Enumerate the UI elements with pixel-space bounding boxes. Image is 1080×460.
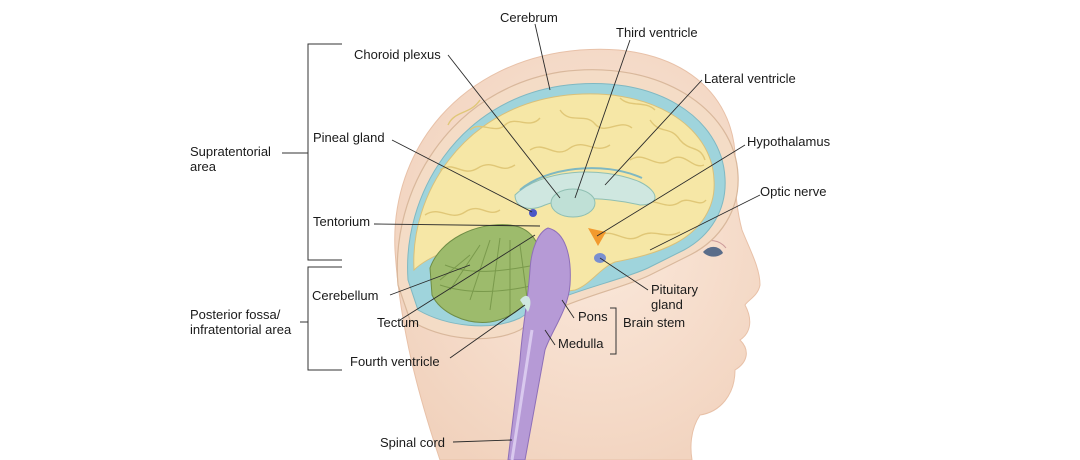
label-medulla: Medulla bbox=[558, 336, 604, 351]
label-tentorium: Tentorium bbox=[313, 214, 370, 229]
label-hypothalamus: Hypothalamus bbox=[747, 134, 831, 149]
label-optic-nerve: Optic nerve bbox=[760, 184, 826, 199]
third-ventricle-shape bbox=[550, 188, 596, 218]
label-cerebellum: Cerebellum bbox=[312, 288, 378, 303]
brain-stem-bracket bbox=[610, 307, 617, 355]
label-choroid-plexus: Choroid plexus bbox=[354, 47, 441, 62]
hypothalamus-shape bbox=[588, 228, 606, 246]
label-third-ventricle: Third ventricle bbox=[616, 25, 698, 40]
fourth-ventricle-shape bbox=[520, 295, 531, 312]
label-posterior-line2: infratentorial area bbox=[190, 322, 292, 337]
brain-stem-shape bbox=[507, 227, 571, 460]
lateral-ventricle-shape bbox=[514, 171, 656, 209]
label-cerebrum: Cerebrum bbox=[500, 10, 558, 25]
label-supratentorial-line1: Supratentorial bbox=[190, 144, 271, 159]
label-lateral-ventricle: Lateral ventricle bbox=[704, 71, 796, 86]
label-pineal-gland: Pineal gland bbox=[313, 130, 385, 145]
label-pituitary-line1: Pituitary bbox=[651, 282, 698, 297]
eye bbox=[703, 246, 723, 257]
label-brain-stem: Brain stem bbox=[623, 315, 685, 330]
label-spinal-cord: Spinal cord bbox=[380, 435, 445, 450]
posterior-fossa-bracket bbox=[307, 266, 342, 371]
label-posterior-line1: Posterior fossa/ bbox=[190, 307, 281, 322]
label-supratentorial-line2: area bbox=[190, 159, 217, 174]
supratentorial-bracket bbox=[307, 43, 342, 261]
pineal-shape bbox=[529, 209, 537, 217]
label-fourth-ventricle: Fourth ventricle bbox=[350, 354, 440, 369]
label-pons: Pons bbox=[578, 309, 608, 324]
gyri-pattern bbox=[424, 97, 707, 240]
cerebellum-folia bbox=[439, 237, 536, 315]
label-tectum: Tectum bbox=[377, 315, 419, 330]
label-pituitary-line2: gland bbox=[651, 297, 683, 312]
leader-lines bbox=[373, 23, 761, 443]
